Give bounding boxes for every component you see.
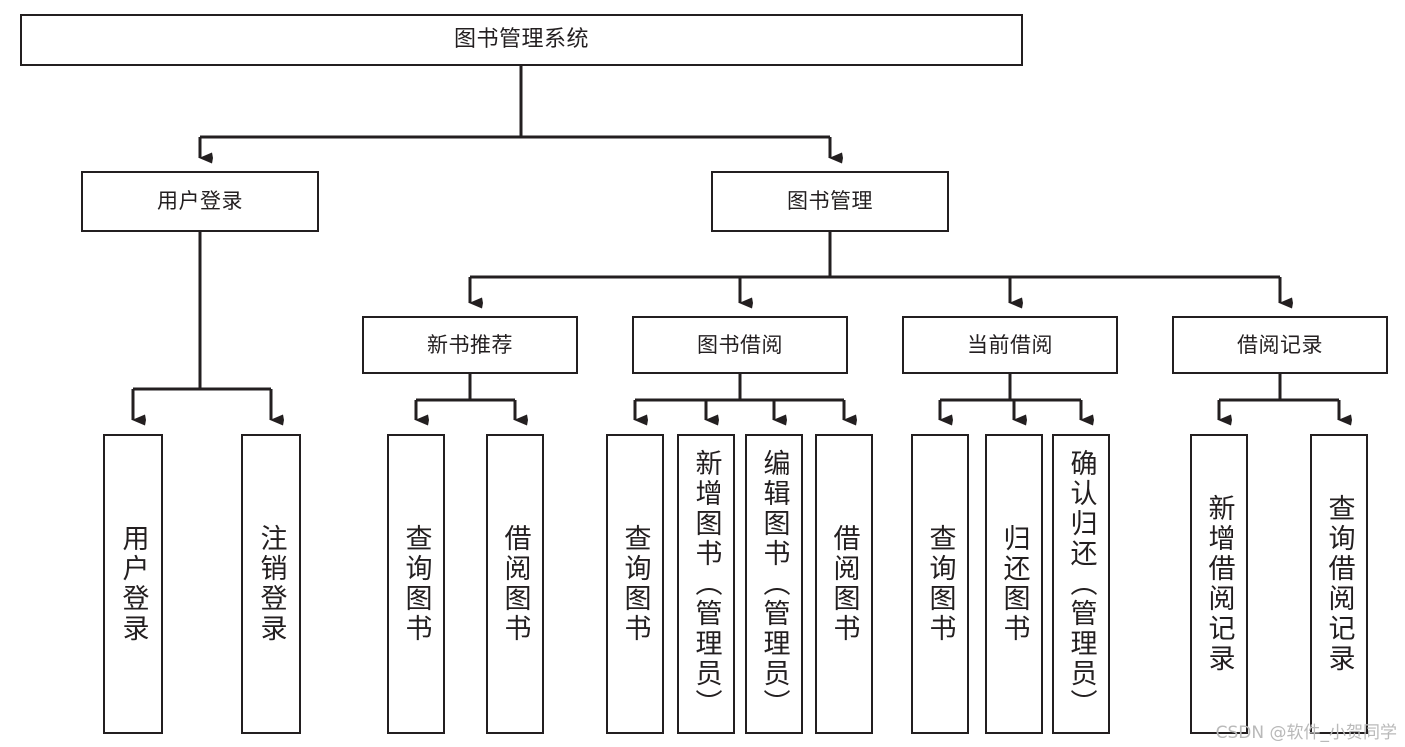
node-leaf-add-record[interactable]: 新增借阅记录 xyxy=(1190,434,1248,734)
node-leaf-logout[interactable]: 注销登录 xyxy=(241,434,301,734)
node-leaf-query-book-2[interactable]: 查询图书 xyxy=(606,434,664,734)
node-leaf-logout-label: 注销登录 xyxy=(255,524,287,644)
node-leaf-edit-book[interactable]: 编辑图书（管理员） xyxy=(745,434,803,734)
node-book-manage[interactable]: 图书管理 xyxy=(711,171,949,232)
node-leaf-user-login[interactable]: 用户登录 xyxy=(103,434,163,734)
node-leaf-query-book-1-label: 查询图书 xyxy=(400,524,432,644)
node-root-label: 图书管理系统 xyxy=(453,27,589,53)
node-leaf-add-record-label: 新增借阅记录 xyxy=(1203,494,1235,674)
node-borrow-record[interactable]: 借阅记录 xyxy=(1172,316,1388,374)
node-leaf-query-book-1[interactable]: 查询图书 xyxy=(387,434,445,734)
node-leaf-add-book[interactable]: 新增图书（管理员） xyxy=(677,434,735,734)
node-current-borrow[interactable]: 当前借阅 xyxy=(902,316,1118,374)
node-book-manage-label: 图书管理 xyxy=(787,189,873,214)
node-leaf-return-book-label: 归还图书 xyxy=(998,524,1030,644)
node-current-borrow-label: 当前借阅 xyxy=(967,332,1053,357)
node-leaf-query-book-2-label: 查询图书 xyxy=(619,524,651,644)
node-leaf-borrow-book-2-label: 借阅图书 xyxy=(828,524,860,644)
node-leaf-return-book[interactable]: 归还图书 xyxy=(985,434,1043,734)
node-leaf-add-book-label: 新增图书（管理员） xyxy=(690,449,722,719)
node-book-borrow[interactable]: 图书借阅 xyxy=(632,316,848,374)
node-leaf-borrow-book-1-label: 借阅图书 xyxy=(499,524,531,644)
node-user-login[interactable]: 用户登录 xyxy=(81,171,319,232)
node-leaf-user-login-label: 用户登录 xyxy=(117,524,149,644)
node-root[interactable]: 图书管理系统 xyxy=(20,14,1023,66)
node-new-book-rec-label: 新书推荐 xyxy=(427,332,513,357)
node-user-login-label: 用户登录 xyxy=(157,189,243,214)
node-new-book-rec[interactable]: 新书推荐 xyxy=(362,316,578,374)
watermark: CSDN @软件_小贺同学 xyxy=(1215,723,1397,743)
node-leaf-query-book-3-label: 查询图书 xyxy=(924,524,956,644)
node-leaf-confirm-return[interactable]: 确认归还（管理员） xyxy=(1052,434,1110,734)
node-leaf-confirm-return-label: 确认归还（管理员） xyxy=(1065,449,1097,719)
node-leaf-borrow-book-1[interactable]: 借阅图书 xyxy=(486,434,544,734)
node-leaf-query-book-3[interactable]: 查询图书 xyxy=(911,434,969,734)
node-leaf-query-record-label: 查询借阅记录 xyxy=(1323,494,1355,674)
node-book-borrow-label: 图书借阅 xyxy=(697,332,783,357)
node-leaf-edit-book-label: 编辑图书（管理员） xyxy=(758,449,790,719)
node-borrow-record-label: 借阅记录 xyxy=(1237,332,1323,357)
node-leaf-query-record[interactable]: 查询借阅记录 xyxy=(1310,434,1368,734)
node-leaf-borrow-book-2[interactable]: 借阅图书 xyxy=(815,434,873,734)
